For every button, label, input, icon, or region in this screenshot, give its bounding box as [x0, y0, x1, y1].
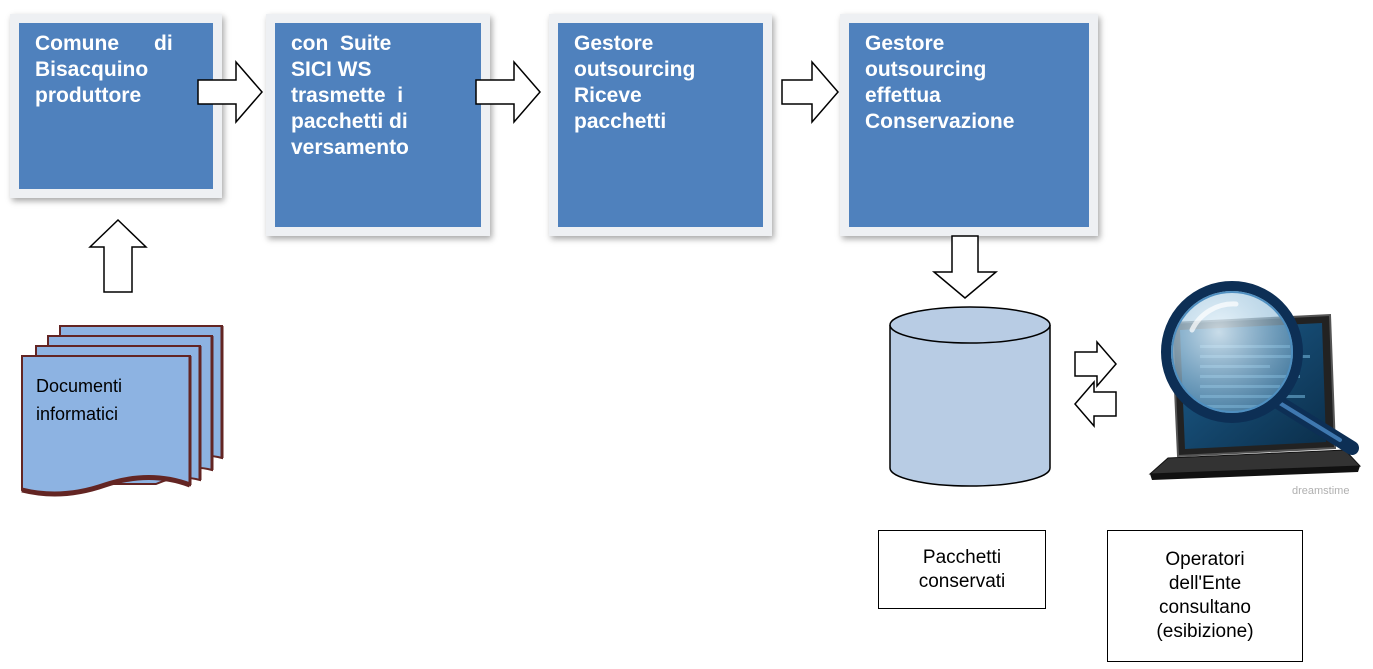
laptop-magnifier-icon	[1148, 281, 1362, 480]
box-suite-line-4: pacchetti di	[291, 110, 408, 133]
storage-label-line-2: conservati	[918, 570, 1006, 592]
storage-label-line-1: Pacchetti	[922, 546, 1002, 568]
operators-label-line-4: (esibizione)	[1156, 621, 1254, 642]
box-gestore-riceve: Gestore outsourcing Riceve pacchetti	[549, 14, 772, 236]
arrow-down-icon	[931, 235, 999, 299]
arrow-right-icon	[197, 59, 263, 125]
box-comune-line-3: produttore	[35, 84, 142, 107]
operators-label-line-2: dell'Ente	[1168, 573, 1242, 594]
box-riceve-line-2: outsourcing	[574, 58, 696, 81]
box-gestore-conserva: Gestore outsourcing effettua Conservazio…	[840, 14, 1098, 236]
database-cylinder-icon	[889, 306, 1051, 487]
box-riceve-line-4: pacchetti	[574, 110, 667, 133]
arrow-up-icon	[88, 218, 148, 293]
box-riceve-line-1: Gestore	[574, 32, 654, 55]
box-suite-line-3: trasmette i	[291, 84, 404, 107]
documents-icon	[21, 325, 224, 497]
box-suite-line-1: con Suite	[291, 32, 392, 55]
operators-label-line-3: consultano	[1159, 597, 1251, 618]
box-comune-line-2: Bisacquino	[35, 58, 149, 81]
documents-label: Documenti informatici	[36, 372, 122, 428]
box-suite-sici: con Suite SICI WS trasmette i pacchetti …	[266, 14, 490, 236]
operators-label-line-1: Operatori	[1165, 549, 1245, 570]
box-riceve-line-3: Riceve	[574, 84, 642, 107]
arrow-right-icon	[781, 59, 839, 125]
box-comune-line-1: Comune di	[35, 32, 173, 55]
arrow-right-icon	[1074, 339, 1117, 389]
watermark-text: dreamstime	[1292, 485, 1349, 497]
box-conserva-line-3: effettua	[865, 84, 941, 107]
box-suite-line-2: SICI WS	[291, 58, 372, 81]
box-comune: Comune di Bisacquino produttore	[10, 14, 222, 198]
documents-label-line-2: informatici	[36, 404, 119, 424]
box-conserva-line-2: outsourcing	[865, 58, 987, 81]
operators-label: Operatori dell'Ente consultano (esibizio…	[1107, 530, 1303, 662]
box-conserva-line-1: Gestore	[865, 32, 945, 55]
arrow-left-icon	[1074, 379, 1117, 429]
storage-label: Pacchetti conservati	[878, 530, 1046, 609]
box-conserva-line-4: Conservazione	[865, 110, 1015, 133]
arrow-right-icon	[475, 59, 541, 125]
box-suite-line-5: versamento	[291, 136, 409, 159]
documents-label-line-1: Documenti	[36, 376, 123, 396]
